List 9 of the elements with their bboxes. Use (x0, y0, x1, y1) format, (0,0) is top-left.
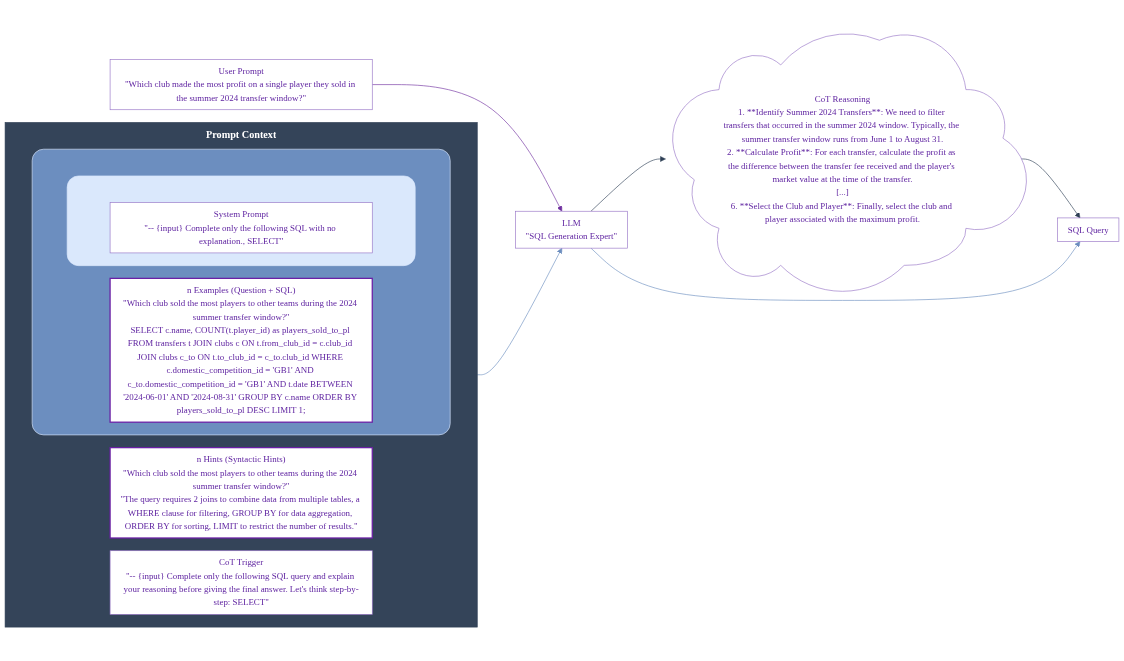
node-box: System Prompt "-- {input} Complete only the following SQL with no explanation., SELECT" (109, 202, 373, 254)
node-box: LLM "SQL Generation Expert" (515, 210, 628, 249)
node-box: n Examples (Question + SQL) "Which club sold the most players to other teams during the 2024 summer transfer window?" SELECT c.name, COUNT(t.player_id) as players_sold_to_pl FROM transfers t JOIN clubs c ON t.from_club_id = c.club_id JOIN clubs c_to ON t.to_club_id = c_to.club_id WHERE c.domestic_competition_id = 'GB1' AND c_to.domestic_competition_id = 'GB1' AND t.date BETWEEN '2024-06-01' AND '2024-08-31' GROUP BY c.name ORDER BY players_sold_to_pl DESC LIMIT 1; (109, 277, 373, 423)
node-box: SQL Query (1057, 217, 1120, 242)
node-box: CoT Trigger "-- {input} Complete only the following SQL query and explain your reasoning before giving the final answer. Let's think step-by-step: SELECT" (109, 550, 373, 615)
cluster (31, 148, 451, 436)
cluster (66, 175, 416, 266)
node-box: n Hints (Syntactic Hints) "Which club sold the most players to other teams during the 2024 summer transfer window?" "The query requires 2 joins to combine data from multiple tables, a WHERE clause for filtering, GROUP BY for data aggregation, ORDER BY for sorting, LIMIT to restrict the number of results." (109, 447, 373, 539)
node-box: User Prompt "Which club made the most profit on a single player they sold in the summer 2024 transfer window?" (109, 59, 373, 111)
